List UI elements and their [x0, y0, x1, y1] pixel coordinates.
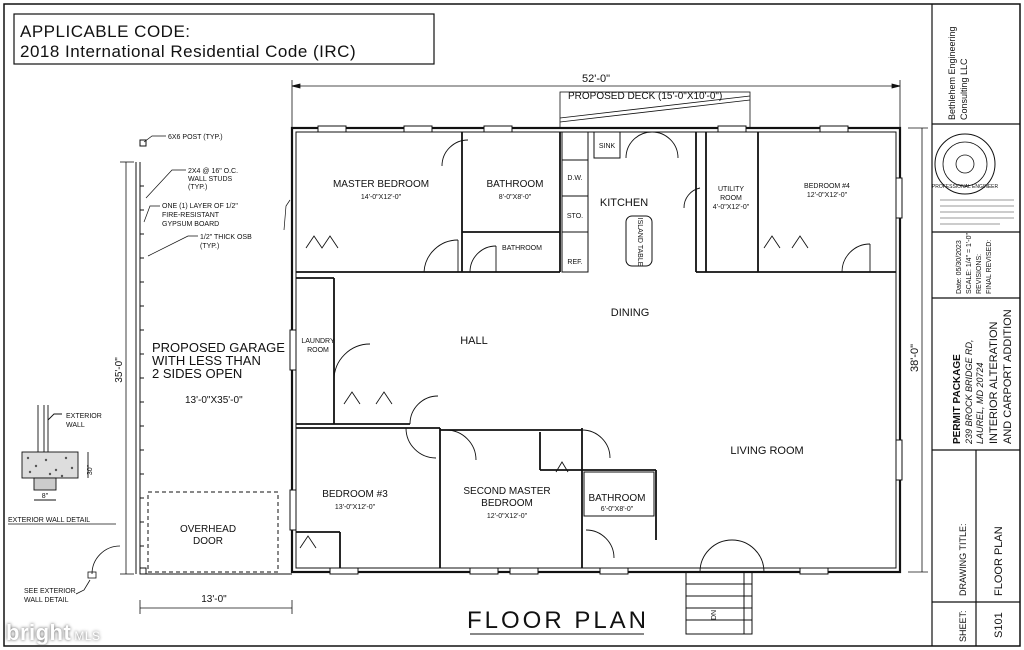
firm-name-1: Bethlehem Engineering [947, 26, 957, 120]
sheet-label: SHEET: [958, 610, 968, 642]
see-detail-callout [75, 545, 121, 595]
see-detail-1: SEE EXTERIOR [24, 588, 76, 595]
master-bedroom-size: 14'-0"X12'-0" [361, 194, 402, 201]
overall-depth-label: 38'-0" [909, 344, 921, 372]
firm-name-2: Consulting LLC [959, 58, 969, 120]
note-studs-3: (TYP.) [188, 184, 207, 191]
address-line-1: 239 BROCK BRIDGE RD, [964, 339, 974, 445]
entry-stairs [685, 571, 753, 635]
footing-width-label: 8" [42, 493, 49, 500]
garage-label-3: 2 SIDES OPEN [152, 366, 242, 381]
overall-width-dimension [291, 80, 901, 128]
note-osb-1: 1/2" THICK OSB [200, 234, 252, 241]
second-master-size: 12'-0"X12'-0" [487, 513, 528, 520]
sto-label: STO. [567, 213, 583, 220]
note-osb-2: (TYP.) [200, 243, 219, 250]
second-master-label-1: SECOND MASTER [463, 486, 550, 497]
project-line-1: INTERIOR ALTERATION [988, 322, 1000, 444]
drawing-title: FLOOR PLAN [993, 526, 1005, 596]
overhead-door-label-1: OVERHEAD [180, 524, 236, 535]
gravel-dots [26, 456, 74, 478]
dining-label: DINING [611, 307, 650, 319]
see-detail-2: WALL DETAIL [24, 597, 69, 604]
kitchen-label: KITCHEN [600, 197, 648, 209]
ref-label: REF. [567, 259, 582, 266]
tb-final-revised: FINAL REVISED: [986, 240, 993, 294]
garage-label-1: PROPOSED GARAGE [152, 340, 285, 355]
laundry-label-1: LAUNDRY [301, 338, 335, 345]
overall-depth-dimension [908, 127, 928, 573]
garage-dimensions [120, 161, 293, 614]
project-line-2: AND CARPORT ADDITION [1002, 309, 1014, 444]
garage-label-2: WITH LESS THAN [152, 353, 261, 368]
title-block [931, 4, 1020, 646]
tb-date: Date: 05/30/2023 [956, 240, 963, 294]
second-master-label-2: BEDROOM [481, 498, 533, 509]
code-box: APPLICABLE CODE: 2018 International Resi… [13, 13, 435, 65]
note-post: 6X6 POST (TYP.) [168, 134, 223, 141]
watermark-suffix: MLS [74, 629, 101, 643]
bedroom-3-label: BEDROOM #3 [322, 489, 388, 500]
windows [289, 125, 903, 575]
code-line-2: 2018 International Residential Code (IRC… [20, 42, 356, 61]
sink-label: SINK [599, 143, 616, 150]
utility-label-2: ROOM [720, 195, 742, 202]
note-gyp-1: ONE (1) LAYER OF 1/2" [162, 203, 238, 210]
note-gyp-3: GYPSUM BOARD [162, 221, 219, 228]
permit-package: PERMIT PACKAGE [952, 354, 963, 444]
door-swings [299, 131, 871, 573]
note-exterior-1: EXTERIOR [66, 413, 102, 420]
bathroom-1-label: BATHROOM [486, 179, 543, 190]
tb-scale: SCALE: 1/4" = 1'-0" [966, 233, 973, 294]
island-label: ISLAND TABLE [636, 218, 643, 267]
utility-label-1: UTILITY [718, 186, 744, 193]
bathroom-3-size: 6'-0"X8'-0" [601, 506, 634, 513]
bathroom-2-label: BATHROOM [502, 245, 542, 252]
deck-label: PROPOSED DECK (15'-0"X10'-0") [568, 91, 722, 102]
master-bedroom-label: MASTER BEDROOM [333, 179, 429, 190]
stair-label: DN [711, 610, 718, 620]
footing-depth-label: 30" [87, 464, 94, 475]
tb-revisions: REVISIONS: [976, 254, 983, 294]
sheet-number: S101 [993, 612, 1005, 638]
exterior-wall-detail-label: EXTERIOR WALL DETAIL [8, 517, 90, 524]
garage-width-label: 13'-0" [201, 594, 227, 605]
floor-plan-title: FLOOR PLAN [467, 607, 649, 634]
stud-ticks [140, 185, 144, 547]
bedroom-4-label: BEDROOM #4 [804, 183, 850, 190]
note-exterior-2: WALL [66, 422, 85, 429]
seal-label: PROFESSIONAL ENGINEER [932, 184, 999, 190]
garage [135, 139, 292, 575]
bathroom-3-outline [583, 471, 655, 517]
dw-label: D.W. [567, 175, 582, 182]
garage-size: 13'-0"X35'-0" [185, 395, 243, 406]
drawing-title-label: DRAWING TITLE: [958, 523, 968, 596]
living-room-label: LIVING ROOM [730, 445, 803, 457]
bathroom-1-size: 8'-0"X8'-0" [499, 194, 532, 201]
watermark-brand: bright [6, 620, 72, 645]
garage-leaders [143, 135, 291, 257]
interior-walls [296, 131, 896, 568]
hall-label: HALL [460, 335, 488, 347]
garage-depth-label: 35'-0" [114, 357, 125, 383]
note-gyp-2: FIRE-RESISTANT [162, 212, 220, 219]
sheet-border [3, 3, 1021, 647]
overall-width-label: 52'-0" [582, 73, 610, 85]
code-line-1: APPLICABLE CODE: [20, 22, 191, 41]
island [625, 215, 653, 267]
laundry-label-2: ROOM [307, 347, 329, 354]
bedroom-3-size: 13'-0"X12'-0" [335, 504, 376, 511]
seal-text-lines [940, 199, 1014, 225]
bathroom-3-label: BATHROOM [588, 493, 645, 504]
address-line-2: LAUREL, MD 20724 [975, 362, 985, 444]
bedroom-4-size: 12'-0"X12'-0" [807, 192, 848, 199]
utility-size: 4'-0"X12'-0" [713, 204, 750, 211]
note-studs-2: WALL STUDS [188, 176, 233, 183]
overhead-door-label-2: DOOR [193, 536, 223, 547]
note-studs-1: 2X4 @ 16" O.C. [188, 168, 238, 175]
